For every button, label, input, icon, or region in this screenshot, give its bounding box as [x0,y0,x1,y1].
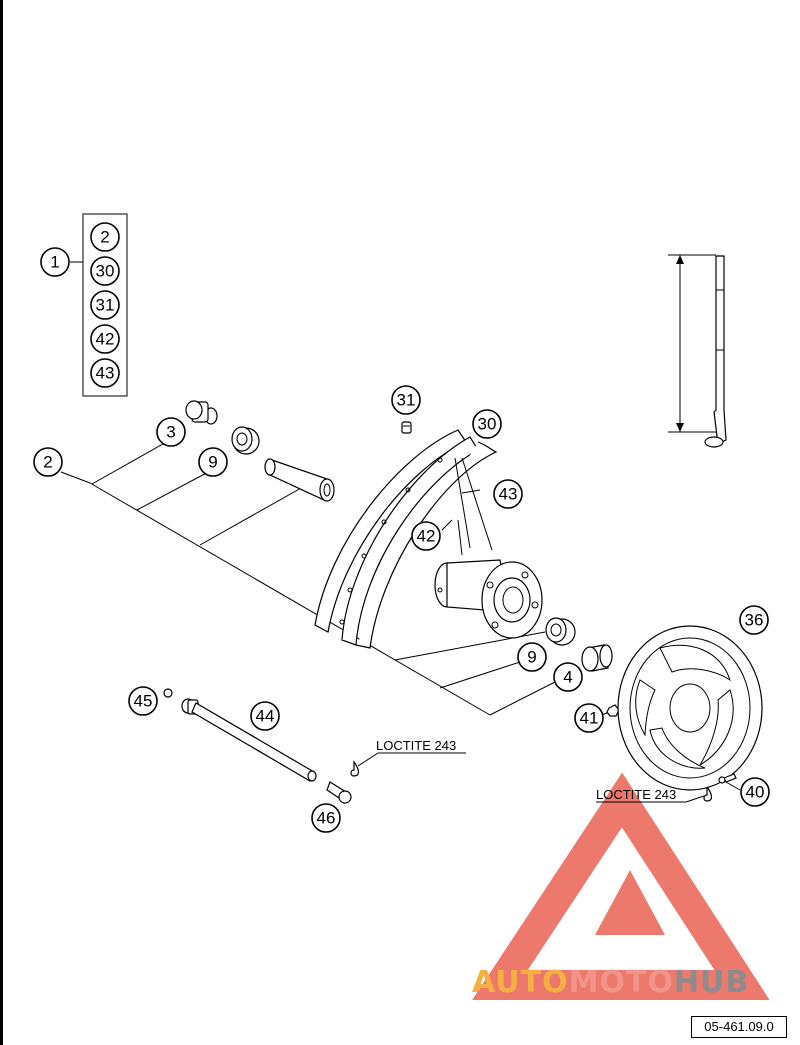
loctite-drop-right [703,785,713,802]
loctite-left-leader [357,752,379,767]
gauge-arrow-top [676,255,684,264]
gauge-arrow-bottom [676,423,684,432]
kit-box [82,213,128,397]
clamp-screw-part [326,781,352,804]
spoke-length-gauge [668,254,727,448]
callout-spoke-inner: 42 [411,521,441,551]
axle-part [181,698,317,782]
callout-kit-item-2-label: 30 [96,262,115,281]
loctite-right-leader [685,795,705,803]
leader-lines [60,439,741,791]
callout-spacer-left-label: 2 [43,453,52,472]
leader-9-left [136,469,213,511]
washer-part [163,688,173,698]
leader-9-right [439,661,521,689]
callout-disc: 36 [739,605,769,635]
rim-part [314,429,498,649]
leader-2-start [60,471,91,484]
logo-text-auto: AUTO [472,965,569,1000]
callout-kit-item-1-label: 2 [100,228,109,247]
svg-text:AUTOMOTOHUB: AUTOMOTOHUB [472,965,749,1000]
leader-42 [441,519,453,531]
leader-tube [199,482,311,546]
watermark-logo-mark [472,772,770,1000]
callout-kit-item-4: 42 [90,324,120,354]
bearing-right-part [545,617,576,646]
callout-disc-bolt: 40 [740,777,770,807]
leader-3 [91,439,171,485]
callout-clamp-screw-label: 46 [317,809,336,828]
callout-spacer-left-small-label: 3 [166,423,175,442]
leader-4 [489,681,556,716]
callout-kit-item-4-label: 42 [96,330,115,349]
spacer-left-part [185,400,218,425]
logo-triangle-inner [595,870,665,935]
callout-bearing-right-label: 9 [527,648,536,667]
distance-tube-part [264,458,335,502]
callout-kit: 1 [40,247,70,277]
reference-code: 05-461.09.0 [691,1016,787,1038]
page-left-border [0,0,3,1045]
callout-washer-label: 45 [134,692,153,711]
callout-nut-label: 41 [580,709,599,728]
callout-bearing-left: 9 [198,447,228,477]
callout-nut: 41 [574,703,604,733]
callout-bearing-left-label: 9 [208,453,217,472]
callout-kit-item-2: 30 [90,256,120,286]
loctite-note-right: LOCTITE 243 [596,787,676,802]
callout-spacer-left-small: 3 [156,417,186,447]
logo-text-moto: MOTO [569,965,674,1000]
callout-washer: 45 [128,686,158,716]
logo-text-hub: HUB [674,965,749,1000]
callout-spoke-outer: 43 [493,479,523,509]
callout-valve-insert: 31 [391,385,421,415]
spoke-nipple-head [704,436,724,448]
callout-disc-label: 36 [745,611,764,630]
callout-bearing-right: 9 [517,642,547,672]
callout-axle-label: 44 [256,707,275,726]
callout-kit-item-5: 43 [90,358,120,388]
callout-rim: 30 [472,409,502,439]
callout-spacer-right-label: 4 [563,668,572,687]
logo-triangle-outer [472,772,770,1000]
disc-bolt-part [718,773,737,784]
valve-insert-part [401,421,412,434]
loctite-note-left: LOCTITE 243 [376,738,456,753]
leader-40 [725,781,741,791]
callout-axle: 44 [250,701,280,731]
callout-disc-bolt-label: 40 [746,783,765,802]
loctite-drop-left [350,760,360,777]
callout-spacer-left: 2 [33,447,63,477]
callout-spoke-inner-label: 42 [417,527,436,546]
bearing-left-part [231,426,260,455]
callout-spoke-outer-label: 43 [499,485,518,504]
callout-kit-label: 1 [50,253,59,272]
callout-rim-label: 30 [478,415,497,434]
watermark-logo: AUTOMOTOHUB [472,965,749,1000]
callout-valve-insert-label: 31 [397,391,416,410]
leader-axis-main [89,482,491,716]
callout-kit-item-3-label: 31 [96,296,115,315]
hub-part [434,559,543,639]
kit-group [70,213,128,397]
callout-kit-item-1: 2 [90,222,120,252]
callout-kit-item-5-label: 43 [96,364,115,383]
spokes-part [454,457,493,556]
brake-disc-part [617,625,763,791]
nut-part [606,704,620,717]
leader-43 [461,489,481,494]
callout-clamp-screw: 46 [311,803,341,833]
callout-kit-item-3: 31 [90,290,120,320]
callout-spacer-right: 4 [553,662,583,692]
spacer-right-part [581,644,613,672]
